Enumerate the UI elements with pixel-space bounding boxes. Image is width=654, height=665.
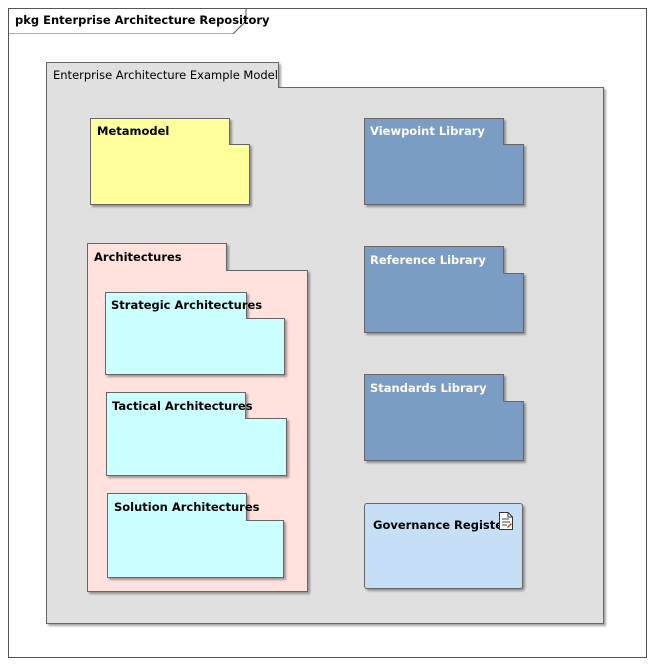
governance-register-artifact[interactable]: Governance Register xyxy=(364,503,523,589)
model-package-tab[interactable]: Enterprise Architecture Example Model xyxy=(46,62,279,88)
tactical-package-body[interactable] xyxy=(106,418,287,476)
solution-package-tab[interactable]: Solution Architectures xyxy=(107,493,259,521)
viewpoint-library-package-body[interactable] xyxy=(364,144,524,205)
architectures-package-tab[interactable]: Architectures xyxy=(87,243,227,271)
metamodel-package-tab[interactable]: Metamodel xyxy=(90,118,230,145)
governance-register-label: Governance Register xyxy=(373,518,509,532)
solution-package-label: Solution Architectures xyxy=(114,500,260,514)
metamodel-tab-join xyxy=(91,143,229,146)
reference-library-label: Reference Library xyxy=(370,253,486,267)
strategic-package-body[interactable] xyxy=(105,318,285,375)
standards-library-package-body[interactable] xyxy=(364,401,524,461)
strategic-tab-join xyxy=(106,317,246,320)
frame-title: pkg Enterprise Architecture Repository xyxy=(15,13,270,27)
metamodel-package-label: Metamodel xyxy=(97,124,170,138)
solution-package-body[interactable] xyxy=(107,520,284,578)
viewpoint-library-tab-join xyxy=(365,143,503,146)
standards-library-label: Standards Library xyxy=(370,381,487,395)
reference-library-package-tab[interactable]: Reference Library xyxy=(364,246,504,274)
viewpoint-library-label: Viewpoint Library xyxy=(370,124,485,138)
strategic-package-label: Strategic Architectures xyxy=(111,298,263,312)
architectures-tab-join xyxy=(88,269,226,272)
reference-library-package-body[interactable] xyxy=(364,273,524,333)
tactical-tab-join xyxy=(107,417,245,420)
solution-tab-join xyxy=(108,519,246,522)
strategic-package-tab[interactable]: Strategic Architectures xyxy=(105,292,262,319)
frame-tab-outline xyxy=(8,8,247,34)
architectures-package-label: Architectures xyxy=(94,250,182,264)
model-package-title: Enterprise Architecture Example Model xyxy=(53,68,278,82)
model-tab-join xyxy=(47,86,278,89)
metamodel-package-body[interactable] xyxy=(90,144,250,205)
standards-library-tab-join xyxy=(365,400,503,403)
viewpoint-library-package-tab[interactable]: Viewpoint Library xyxy=(364,118,504,145)
tactical-package-tab[interactable]: Tactical Architectures xyxy=(106,392,253,419)
diagram-frame-header: pkg Enterprise Architecture Repository xyxy=(8,8,270,34)
tactical-package-label: Tactical Architectures xyxy=(112,399,253,413)
standards-library-package-tab[interactable]: Standards Library xyxy=(364,374,504,402)
document-icon xyxy=(499,512,513,530)
reference-library-tab-join xyxy=(365,272,503,275)
